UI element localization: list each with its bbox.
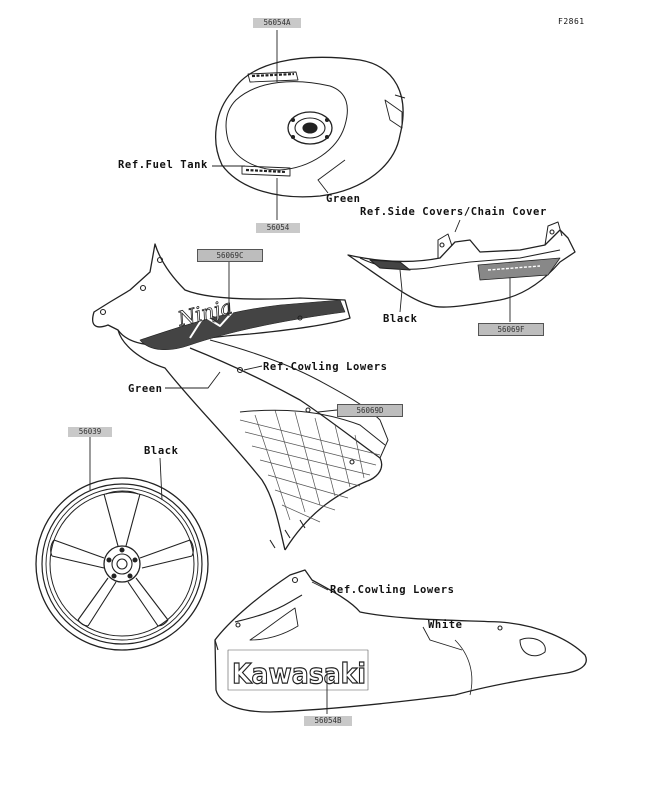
label-ref-fuel-tank: Ref.Fuel Tank xyxy=(118,159,208,171)
label-white: White xyxy=(428,619,463,631)
part-number-tail: 56069F xyxy=(478,323,544,336)
part-number-tank-bottom: 56054 xyxy=(256,223,300,233)
part-number-lower-cowl: 56054B xyxy=(304,716,352,726)
upper-fairing xyxy=(92,243,389,551)
tail-cowl xyxy=(347,221,576,308)
part-number-cowl-upper: 56069C xyxy=(197,249,263,262)
part-number-tank-top: 56054A xyxy=(253,18,301,28)
fuel-tank xyxy=(215,56,406,198)
label-green-cowl: Green xyxy=(128,383,163,395)
label-black-wheel: Black xyxy=(144,445,179,457)
figure-id: F2861 xyxy=(558,17,585,26)
label-green-tank: Green xyxy=(326,193,361,205)
label-ref-cowling-lowers-2: Ref.Cowling Lowers xyxy=(330,584,455,596)
part-number-cowl-mid: 56069D xyxy=(337,404,403,417)
kawasaki-decal-text: Kawasaki xyxy=(232,657,366,690)
label-ref-side-covers: Ref.Side Covers/Chain Cover xyxy=(360,206,547,218)
front-wheel xyxy=(35,477,209,651)
lower-cowling xyxy=(214,569,587,713)
label-ref-cowling-lowers-1: Ref.Cowling Lowers xyxy=(263,361,388,373)
label-black-tail: Black xyxy=(383,313,418,325)
part-number-wheel: 56039 xyxy=(68,427,112,437)
